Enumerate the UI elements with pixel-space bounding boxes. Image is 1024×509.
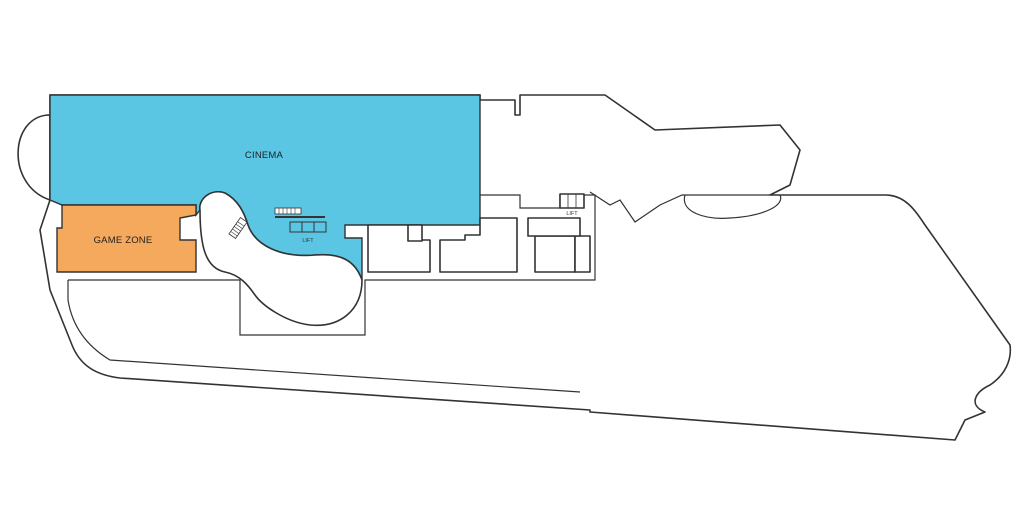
west-rounded-wing (17, 114, 51, 201)
lift-shaft-small (407, 224, 423, 242)
room-game-zone[interactable] (56, 204, 197, 273)
room-east-4 (574, 235, 591, 273)
label-game-zone: GAME ZONE (94, 235, 153, 246)
lift-east-shaft (559, 193, 585, 209)
south-corridor (67, 280, 581, 393)
central-corridor (68, 194, 596, 336)
label-lift-cinema: LIFT (302, 238, 314, 244)
east-bulge (683, 194, 782, 219)
east-wing-ridge (589, 191, 770, 223)
lift-icon (289, 221, 327, 233)
label-cinema: CINEMA (245, 150, 284, 161)
room-east-5 (527, 217, 581, 237)
label-lift-east: LIFT (566, 211, 578, 217)
room-east-3 (534, 235, 576, 273)
stairs-icon (274, 207, 325, 218)
east-room-block (367, 193, 591, 273)
room-east-2 (439, 217, 518, 273)
escalator-icon (228, 216, 248, 240)
